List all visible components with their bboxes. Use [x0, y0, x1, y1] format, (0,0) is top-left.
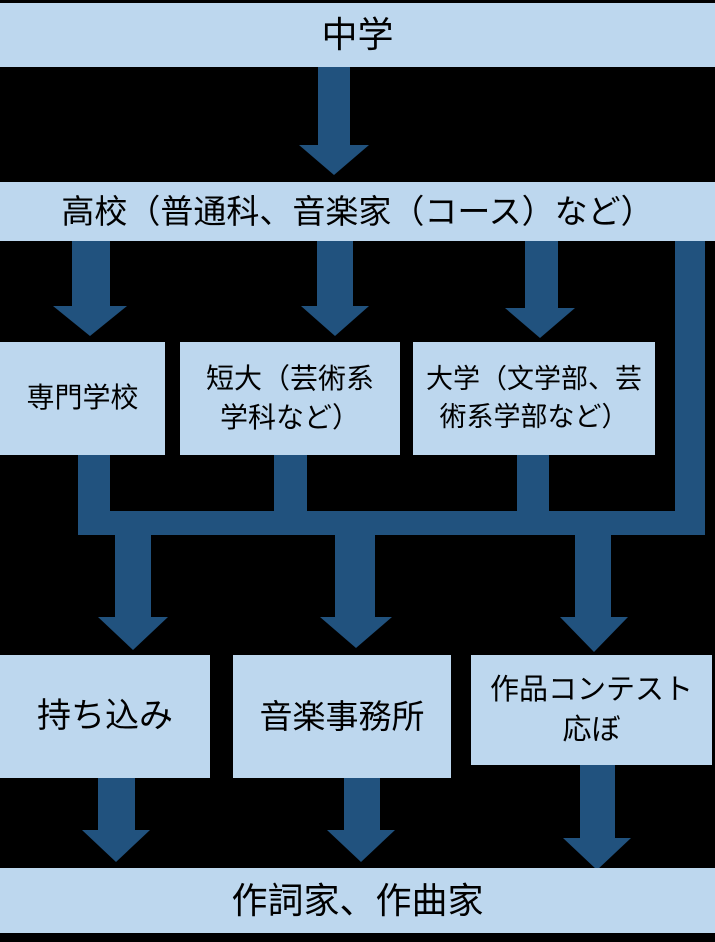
- arrow-agency-to-final-head: [327, 830, 395, 862]
- arrow-juniorhigh-to-highschool-shaft: [318, 67, 350, 145]
- node-vocational-school: 専門学校: [0, 342, 165, 455]
- arrow-bar-to-contest-head: [560, 617, 628, 652]
- arrow-contest-to-final-shaft: [580, 765, 615, 838]
- arrow-bar-to-agency-head: [320, 617, 392, 648]
- arrow-highschool-to-university-head: [505, 308, 575, 338]
- arrow-contest-to-final-head: [563, 838, 631, 870]
- node-university-line1: 大学（文学部、芸: [426, 364, 642, 395]
- node-contest: 作品コンテスト 応ぼ: [471, 655, 712, 765]
- arrow-highschool-to-juniorcollege-shaft: [317, 241, 353, 306]
- arrow-highschool-to-vocational-head: [53, 306, 127, 336]
- node-university-line2: 術系学部など）: [439, 401, 629, 432]
- node-final: 作詞家、作曲家: [0, 868, 715, 933]
- node-contest-line2: 応ぼ: [562, 714, 621, 746]
- arrow-highschool-to-juniorcollege-head: [301, 306, 369, 336]
- node-contest-line1: 作品コンテスト: [489, 673, 693, 706]
- node-junior-college: 短大（芸術系 学科など）: [180, 342, 400, 455]
- connector-highschool-bypass: [675, 241, 705, 535]
- arrow-submission-to-final-head: [82, 830, 150, 862]
- arrow-bar-to-submission-head: [98, 617, 168, 650]
- node-submission: 持ち込み: [0, 655, 210, 778]
- arrow-bar-to-contest-shaft: [575, 535, 611, 617]
- node-university: 大学（文学部、芸 術系学部など）: [413, 342, 655, 455]
- arrow-bar-to-agency-shaft: [335, 533, 375, 617]
- arrow-bar-to-submission-shaft: [115, 535, 151, 617]
- node-junior-high-label: 中学: [321, 14, 394, 56]
- node-high-school-label: 高校（普通科、音楽家（コース）など）: [61, 192, 654, 230]
- merge-bar: [78, 511, 705, 535]
- arrow-juniorhigh-to-highschool-head: [299, 145, 369, 175]
- arrow-submission-to-final-shaft: [98, 778, 135, 830]
- node-music-agency: 音楽事務所: [233, 655, 451, 778]
- node-high-school: 高校（普通科、音楽家（コース）など）: [0, 182, 715, 241]
- arrow-agency-to-final-shaft: [344, 778, 380, 830]
- node-submission-label: 持ち込み: [37, 697, 173, 736]
- node-junior-college-line2: 学科など）: [219, 401, 360, 433]
- node-junior-college-line1: 短大（芸術系: [205, 362, 374, 394]
- node-final-label: 作詞家、作曲家: [231, 879, 484, 921]
- arrow-highschool-to-university-shaft: [525, 241, 558, 308]
- arrow-highschool-to-vocational-shaft: [72, 241, 110, 306]
- node-vocational-school-label: 専門学校: [26, 382, 139, 414]
- node-junior-high: 中学: [0, 3, 715, 67]
- node-music-agency-label: 音楽事務所: [259, 697, 425, 735]
